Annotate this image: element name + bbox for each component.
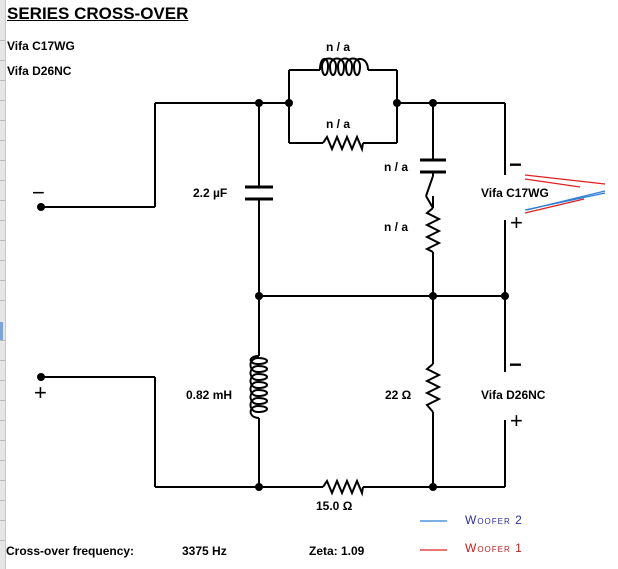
crossover-frequency-label: Cross-over frequency: <box>6 544 135 558</box>
inductor-top <box>319 57 369 76</box>
plus-terminal-dot <box>37 373 45 381</box>
crossover-frequency-value: 3375 Hz <box>182 544 227 558</box>
d26nc-minus-sign: − <box>509 352 522 377</box>
d26nc-plus-sign: + <box>510 408 523 433</box>
capacitor-main <box>245 185 273 201</box>
wires <box>41 69 506 488</box>
capacitor-shunt <box>420 158 446 174</box>
main-inductor-value: 0.82 mH <box>186 388 233 402</box>
c17wg-plus-sign: + <box>510 210 523 235</box>
c17wg-minus-sign: − <box>509 152 522 177</box>
plus-terminal-sign: + <box>34 380 47 405</box>
legend-woofer1-label: Woofer 1 <box>465 541 523 555</box>
minus-terminal-dot <box>37 203 45 211</box>
inductor-main <box>249 355 268 419</box>
resistor-shunt <box>424 207 442 253</box>
top-resistor-value: n / a <box>326 117 351 131</box>
page-title: SERIES CROSS-OVER <box>7 4 189 23</box>
shunt-resistor-value: n / a <box>384 220 409 234</box>
resistor-22 <box>424 363 442 413</box>
top-inductor-value: n / a <box>326 40 351 54</box>
driver-top-name: Vifa C17WG <box>7 39 75 53</box>
resistor-22-value: 22 Ω <box>385 388 412 402</box>
zeta-value: Zeta: 1.09 <box>309 544 365 558</box>
speaker-d26nc-label: Vifa D26NC <box>481 388 546 402</box>
spreadsheet-row-strip <box>0 0 6 569</box>
speaker-c17wg-label: Vifa C17WG <box>481 186 549 200</box>
response-curves <box>524 174 606 214</box>
row-selection-marker <box>0 322 3 340</box>
minus-terminal-sign: − <box>32 180 45 205</box>
legend-woofer2-label: Woofer 2 <box>465 513 523 527</box>
main-capacitor-value: 2.2 µF <box>193 186 228 200</box>
resistor-top <box>322 134 364 153</box>
resistor-15-value: 15.0 Ω <box>316 499 353 513</box>
shunt-capacitor-value: n / a <box>384 160 409 174</box>
driver-bottom-name: Vifa D26NC <box>7 64 72 78</box>
junction-dots <box>37 99 509 491</box>
resistor-15 <box>322 478 364 497</box>
